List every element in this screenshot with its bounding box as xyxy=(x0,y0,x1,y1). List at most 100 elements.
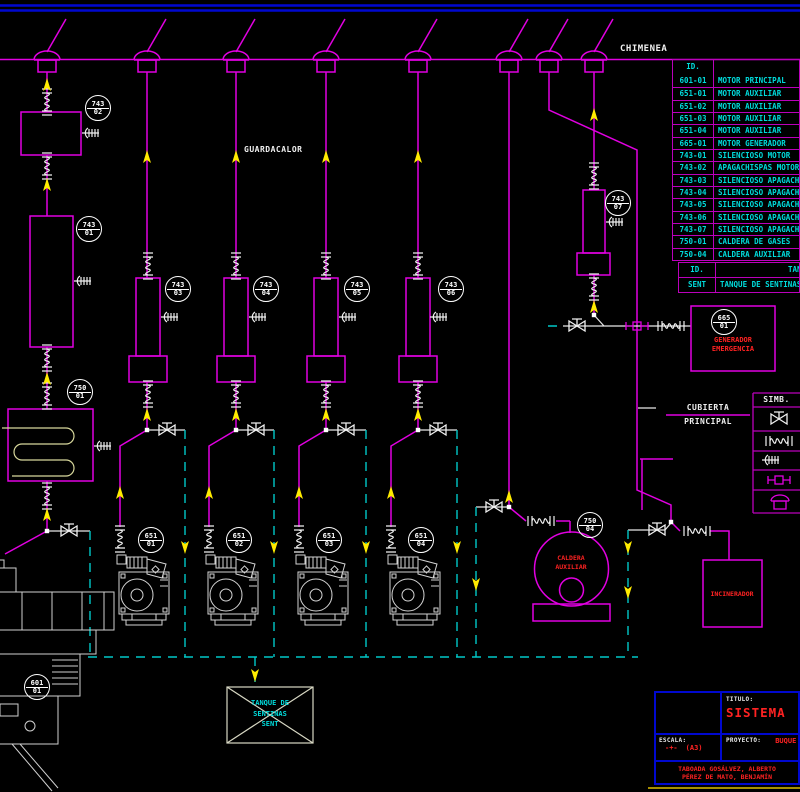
boiler-coil xyxy=(2,427,75,477)
cubierta-principal-label-line1: CUBIERTA xyxy=(686,403,730,412)
bellows-compensator-icon xyxy=(412,252,424,280)
equipment-row-id: 651-02 xyxy=(673,100,714,112)
bottom-frame-line xyxy=(648,787,800,789)
bellows-compensator-icon xyxy=(114,525,126,553)
equipment-row-desc: CALDERA AUXILIAR xyxy=(718,249,791,259)
stack-outlet-icon xyxy=(312,18,346,73)
tank-id-header: ID. xyxy=(679,263,716,277)
pipe-fitting-icon xyxy=(767,475,791,485)
equipment-row-id: 651-03 xyxy=(673,112,714,125)
stack-outlet-icon xyxy=(133,18,167,73)
valve-icon xyxy=(247,422,265,436)
legend-title: SIMB. xyxy=(763,395,790,404)
drain-connection-icon xyxy=(761,454,780,466)
drain-connection-icon xyxy=(73,275,92,287)
bellows-compensator-icon xyxy=(683,525,711,537)
equipment-row-desc: SILENCIOSO MOTOR xyxy=(718,150,791,160)
equipment-row-desc: APAGACHISPAS MOTOR xyxy=(718,163,799,173)
bellows-compensator-icon xyxy=(588,273,600,301)
top-frame-lines xyxy=(0,4,800,12)
bilge-tank-label-line3: SENT xyxy=(261,720,279,728)
valve-icon xyxy=(770,411,788,425)
valve-icon xyxy=(337,422,355,436)
author-line2: PÉREZ DE MATO, BENJAMÍN xyxy=(681,772,772,781)
bellows-compensator-icon xyxy=(320,252,332,280)
proyecto-value: BUQUE xyxy=(775,737,797,745)
drain-piping-dashed xyxy=(88,325,638,687)
valve-icon xyxy=(568,318,586,332)
silencer-743-07 xyxy=(576,189,611,276)
white-connection-lines xyxy=(47,314,691,532)
bellows-compensator-icon xyxy=(385,525,397,553)
equipment-row-desc: SILENCIOSO APAGACHISPAS xyxy=(718,175,799,185)
stack-outlet-icon xyxy=(33,18,67,73)
bellows-compensator-icon xyxy=(41,482,53,510)
silencer-743-06 xyxy=(398,277,438,383)
bellows-compensator-icon xyxy=(527,515,555,527)
equipment-row-desc: MOTOR AUXILIAR xyxy=(718,101,782,111)
equipment-row: 651-04 MOTOR AUXILIAR xyxy=(673,124,799,137)
equipment-row-id: 743-05 xyxy=(673,199,714,211)
title-block: TITULO: SISTEMA ESCALA: -+- (A3) PROYECT… xyxy=(654,691,800,785)
silencer-743-01 xyxy=(29,215,74,348)
flow-arrow-down-icon xyxy=(251,669,259,682)
equipment-row-id: 651-04 xyxy=(673,125,714,137)
equipment-row-id: 665-01 xyxy=(673,137,714,149)
bellows-compensator-icon xyxy=(588,162,600,190)
equipment-row-id: 750-04 xyxy=(673,248,714,260)
tank-table-header: ID. TANQUES xyxy=(679,263,799,277)
aux-engine-651-04 xyxy=(387,554,441,626)
bellows-compensator-icon xyxy=(41,382,53,410)
silencer-743-05 xyxy=(306,277,346,383)
auxiliary-boiler-750-04 xyxy=(532,531,611,622)
main-engine-drawing xyxy=(0,559,115,792)
escala-label: ESCALA: xyxy=(659,737,687,744)
valve-icon xyxy=(429,422,447,436)
equipment-row-desc: MOTOR PRINCIPAL xyxy=(718,76,786,85)
author-line1: TABOADA GOSÁLVEZ, ALBERTO xyxy=(678,764,776,773)
bellows-compensator-icon xyxy=(41,152,53,180)
junction-node xyxy=(44,528,50,534)
equipment-row-desc: MOTOR AUXILIAR xyxy=(718,126,782,136)
emergency-generator-label-line2: EMERGENCIA xyxy=(711,345,755,353)
valve-icon xyxy=(60,523,78,537)
equipment-row-desc: SILENCIOSO APAGACHISPAS xyxy=(718,212,799,222)
equipment-id-header: ID. xyxy=(673,60,714,75)
tank-id-table: ID. TANQUES SENT TANQUE DE SENTINAS xyxy=(678,262,800,293)
tank-row-id: SENT xyxy=(679,278,716,292)
aux-engine-651-03 xyxy=(295,554,349,626)
incinerator-box xyxy=(702,559,763,628)
chimenea-label: CHIMENEA xyxy=(620,44,668,54)
equipment-row-id: 743-04 xyxy=(673,186,714,199)
proyecto-label: PROYECTO: xyxy=(726,737,762,744)
equipment-row-id: 743-07 xyxy=(673,223,714,236)
cubierta-principal-label-line2: PRINCIPAL xyxy=(684,417,732,426)
junction-node xyxy=(668,519,674,525)
drain-connection-icon xyxy=(160,311,179,323)
legend-table-border xyxy=(752,392,800,514)
spark-arrestor-743-02 xyxy=(20,111,82,156)
equipment-row: 651-02 MOTOR AUXILIAR xyxy=(673,99,799,112)
bellows-compensator-icon xyxy=(41,88,53,116)
legend-stack-outlet-icon xyxy=(770,494,790,510)
junction-node xyxy=(506,504,512,510)
